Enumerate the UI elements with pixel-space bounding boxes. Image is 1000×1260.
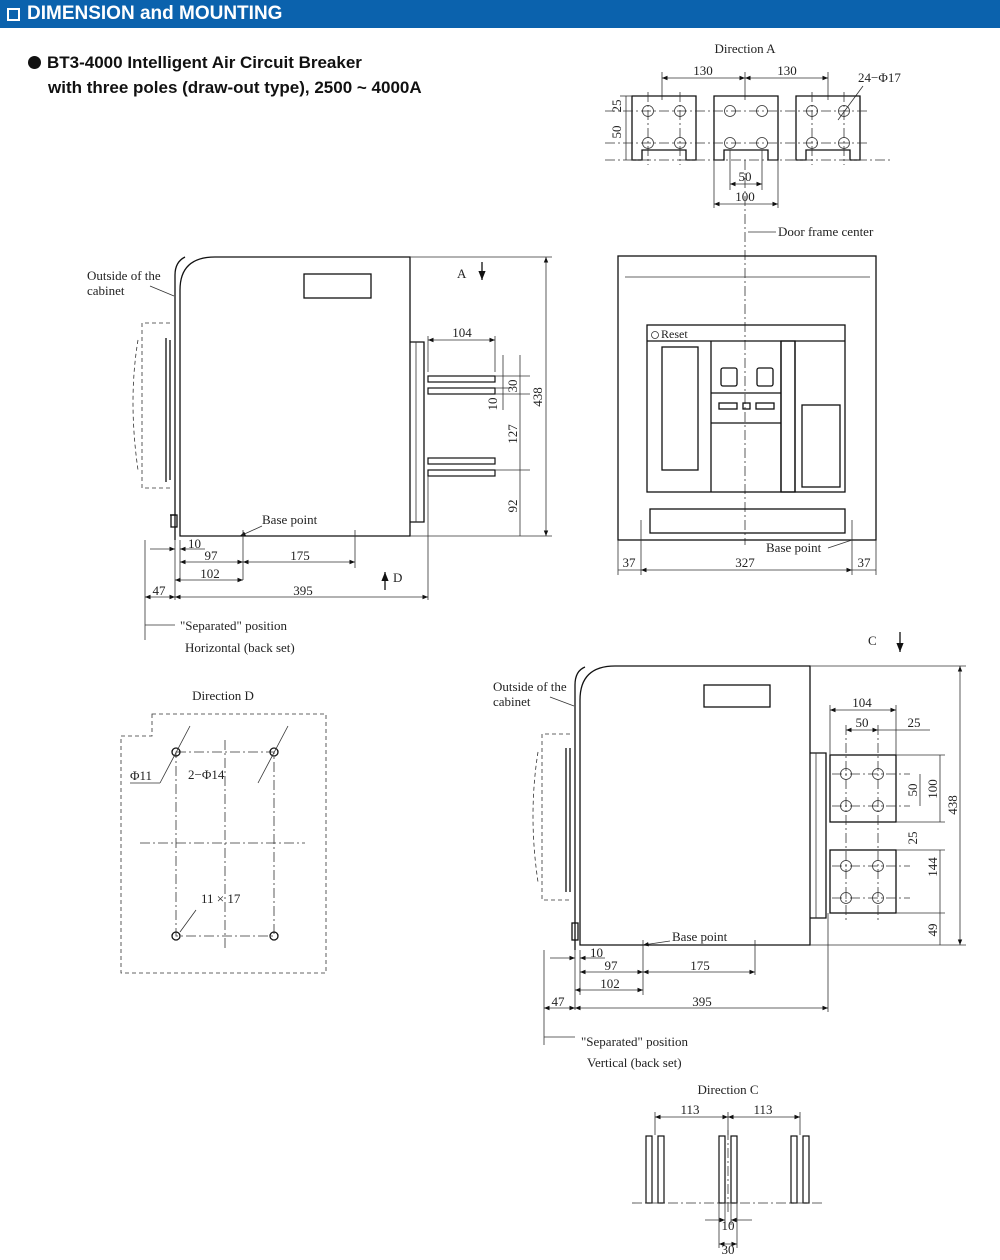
checkbox-square-icon <box>7 7 20 21</box>
arrow-a-label: A <box>457 266 467 281</box>
dim-v-47: 47 <box>552 994 566 1009</box>
product-subtitle: BT3-4000 Intelligent Air Circuit Breaker… <box>28 50 422 100</box>
dim-front-37-right: 37 <box>858 555 872 570</box>
dim-h-47: 47 <box>153 583 167 598</box>
dim-c-30: 30 <box>722 1242 735 1257</box>
reset-label: Reset <box>661 327 688 341</box>
dim-h-30: 30 <box>505 380 520 393</box>
dim-c-113-left: 113 <box>680 1102 699 1117</box>
dim-v-25v: 25 <box>905 832 920 845</box>
base-point-label-h: Base point <box>262 512 318 527</box>
subtitle-line-2: with three poles (draw-out type), 2500 ~… <box>48 78 422 97</box>
vertical-side-view: C Outside of the cabinet 104 50 <box>493 632 966 1070</box>
dim-v-25: 25 <box>908 715 921 730</box>
dim-h-10: 10 <box>485 398 500 411</box>
dim-v-144: 144 <box>925 857 940 877</box>
direction-d-title: Direction D <box>192 688 254 703</box>
direction-a-title: Direction A <box>714 41 776 56</box>
arrow-c-label: C <box>868 633 877 648</box>
separated-position-h: "Separated" position <box>180 618 288 633</box>
outside-cabinet-v-1: Outside of the <box>493 679 567 694</box>
dim-v-97: 97 <box>605 958 619 973</box>
holes-2-phi14-label: 2−Φ14 <box>188 767 225 782</box>
dim-c-10: 10 <box>722 1218 735 1233</box>
dim-v-438: 438 <box>945 795 960 815</box>
dim-h-92: 92 <box>505 500 520 513</box>
base-point-label-front: Base point <box>766 540 822 555</box>
dim-v-100v: 100 <box>925 779 940 799</box>
dim-h-175: 175 <box>290 548 310 563</box>
dim-h-104: 104 <box>452 325 472 340</box>
dim-h-10-bottom: 10 <box>188 536 201 551</box>
dim-v-395: 395 <box>692 994 712 1009</box>
dim-v-102: 102 <box>600 976 620 991</box>
dim-v-50v: 50 <box>905 784 920 797</box>
dim-front-327: 327 <box>735 555 755 570</box>
outside-cabinet-label-2: cabinet <box>87 283 125 298</box>
front-view: Reset Base point 37 327 37 <box>617 255 877 575</box>
dim-h-97: 97 <box>205 548 219 563</box>
dim-c-113-right: 113 <box>753 1102 772 1117</box>
separated-position-v: "Separated" position <box>581 1034 689 1049</box>
dim-h-127: 127 <box>505 424 520 444</box>
dim-a-50: 50 <box>609 126 624 139</box>
horizontal-side-view: Outside of the cabinet 104 30 <box>87 256 552 655</box>
bullet-icon <box>28 56 41 69</box>
direction-c-title: Direction C <box>697 1082 758 1097</box>
dim-a-25: 25 <box>609 100 624 113</box>
door-frame-center-label: Door frame center <box>778 224 874 239</box>
dim-h-438: 438 <box>530 387 545 407</box>
arrow-d-label: D <box>393 570 402 585</box>
base-point-label-v: Base point <box>672 929 728 944</box>
dim-a-50-bottom: 50 <box>739 169 752 184</box>
outside-cabinet-label-1: Outside of the <box>87 268 161 283</box>
outside-cabinet-v-2: cabinet <box>493 694 531 709</box>
hole-note-24-phi17: 24−Φ17 <box>858 70 901 85</box>
caption-vertical: Vertical (back set) <box>587 1055 682 1070</box>
direction-c-view: Direction C 113 113 10 30 <box>632 1082 825 1257</box>
caption-horizontal: Horizontal (back set) <box>185 640 295 655</box>
dim-v-49: 49 <box>925 924 940 937</box>
dim-v-104: 104 <box>852 695 872 710</box>
dim-v-50: 50 <box>856 715 869 730</box>
dim-v-175: 175 <box>690 958 710 973</box>
dim-a-130-right: 130 <box>777 63 797 78</box>
dim-front-37-left: 37 <box>623 555 637 570</box>
dim-h-102: 102 <box>200 566 220 581</box>
phi11-label: Φ11 <box>130 768 152 783</box>
section-title: DIMENSION and MOUNTING <box>27 3 283 24</box>
dim-v-10-bottom: 10 <box>590 945 603 960</box>
slot-11x17-label: 11 × 17 <box>201 891 241 906</box>
subtitle-line-1: BT3-4000 Intelligent Air Circuit Breaker <box>47 53 362 72</box>
dim-a-130-left: 130 <box>693 63 713 78</box>
dim-h-395: 395 <box>293 583 313 598</box>
direction-d-view: Direction D Φ11 2−Φ14 11 × 17 <box>120 688 327 974</box>
direction-a-view: Direction A 130 130 24−Φ17 <box>605 41 901 545</box>
section-header: DIMENSION and MOUNTING <box>0 0 1000 28</box>
